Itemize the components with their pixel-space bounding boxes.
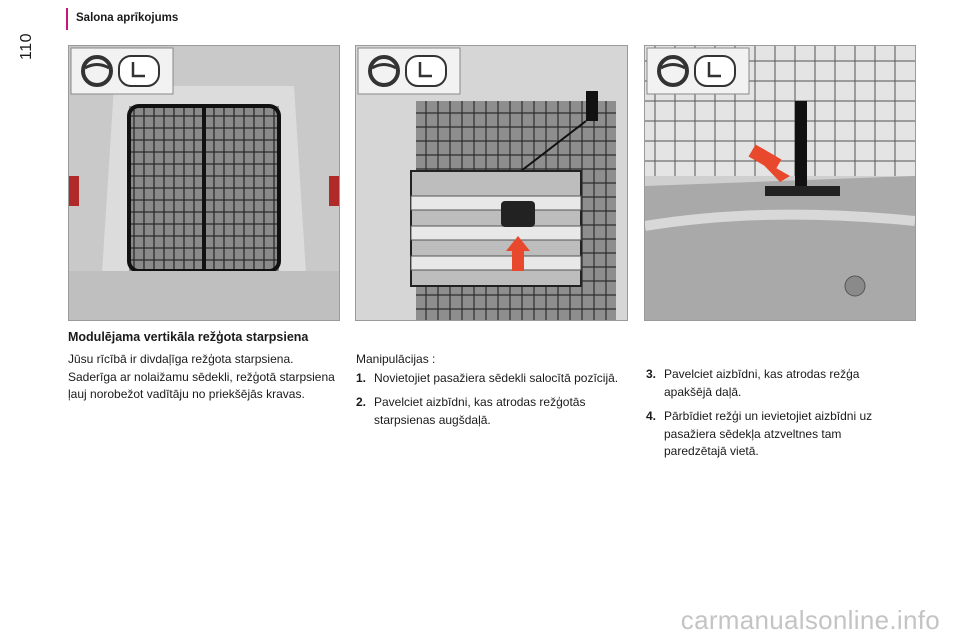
step-number: 1.: [356, 370, 367, 385]
step-text: Novietojiet pasažiera sēdekli salocītā p…: [374, 370, 619, 385]
seat-icon: [405, 55, 447, 87]
seat-icon: [694, 55, 736, 87]
step-item: 3. Pavelciet aizbīdni, kas atrodas režģa…: [646, 366, 906, 401]
steering-wheel-icon: [81, 55, 113, 87]
step-text: Pavelciet aizbīdni, kas atrodas režģotās…: [374, 395, 586, 427]
steps-column-left: Manipulācijas : 1. Novietojiet pasažiera…: [356, 351, 626, 436]
photo-van-partition: [68, 45, 340, 321]
section-heading: Modulējama vertikāla režģota starpsiena: [68, 330, 309, 344]
photo-upper-latch: [355, 45, 628, 321]
accent-bar: [66, 8, 68, 30]
steps-column-right: 3. Pavelciet aizbīdni, kas atrodas režģa…: [646, 366, 906, 468]
steering-wheel-icon: [368, 55, 400, 87]
steps-label: Manipulācijas :: [356, 352, 436, 366]
step-number: 4.: [646, 409, 657, 423]
photo-lower-latch: [644, 45, 916, 321]
step-item: 2. Pavelciet aizbīdni, kas atrodas režģo…: [356, 394, 626, 429]
step-text: Pārbīdiet režģi un ievietojiet aizbīdni …: [664, 409, 873, 458]
steering-wheel-icon: [657, 55, 689, 87]
page-number: 110: [18, 32, 35, 60]
section-title: Salona aprīkojums: [76, 12, 179, 24]
step-number: 2.: [356, 395, 367, 409]
seat-icon: [118, 55, 160, 87]
step-item: 4. Pārbīdiet režģi un ievietojiet aizbīd…: [646, 408, 906, 461]
intro-paragraph: Jūsu rīcībā ir divdaļīga režģota starpsi…: [68, 352, 335, 401]
step-number: 3.: [646, 367, 657, 381]
watermark: carmanualsonline.info: [680, 605, 940, 635]
step-text: Pavelciet aizbīdni, kas atrodas režģa ap…: [664, 367, 860, 399]
step-item: 1. Novietojiet pasažiera sēdekli salocīt…: [356, 370, 626, 388]
